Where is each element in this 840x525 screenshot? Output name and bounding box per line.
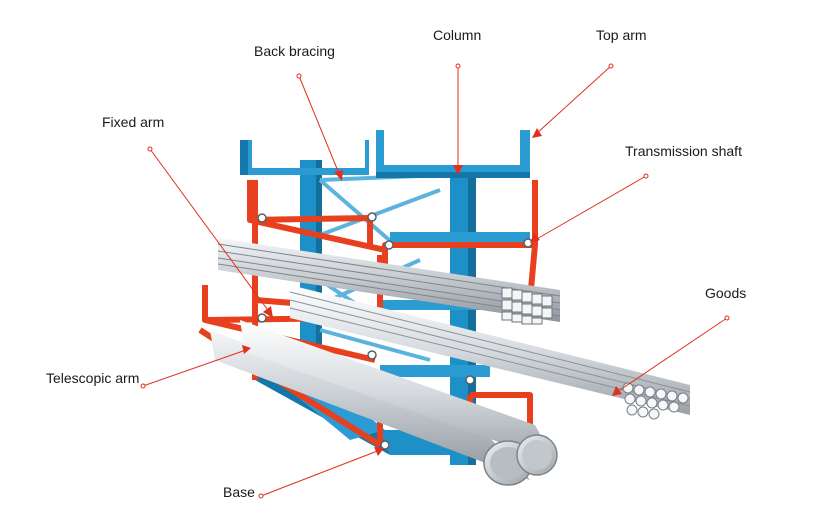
leader-dots <box>140 63 730 499</box>
leader-lines <box>142 65 728 497</box>
middle-pipe-bundle <box>289 285 691 420</box>
leader-arrowheads <box>242 128 622 456</box>
callout-fixed-arm: Fixed arm <box>102 114 165 130</box>
callout-telescopic-arm: Telescopic arm <box>46 370 140 386</box>
leader-fixed-arm <box>149 148 271 314</box>
bottom-large-pipes <box>210 320 558 486</box>
leader-back-bracing <box>298 75 341 177</box>
callout-base: Base <box>223 484 255 500</box>
leader-top-arm <box>535 65 612 135</box>
callout-column: Column <box>433 27 482 43</box>
callout-transmission-shaft: Transmission shaft <box>625 143 742 159</box>
leader-goods <box>616 317 728 393</box>
leader-base <box>260 449 381 497</box>
callout-back-bracing: Back bracing <box>254 43 335 59</box>
upper-pipe-bundle <box>217 238 561 325</box>
leader-transmission-shaft <box>534 175 647 241</box>
leader-telescopic-arm <box>142 349 247 387</box>
callout-top-arm: Top arm <box>596 27 647 43</box>
callout-goods: Goods <box>705 285 747 301</box>
